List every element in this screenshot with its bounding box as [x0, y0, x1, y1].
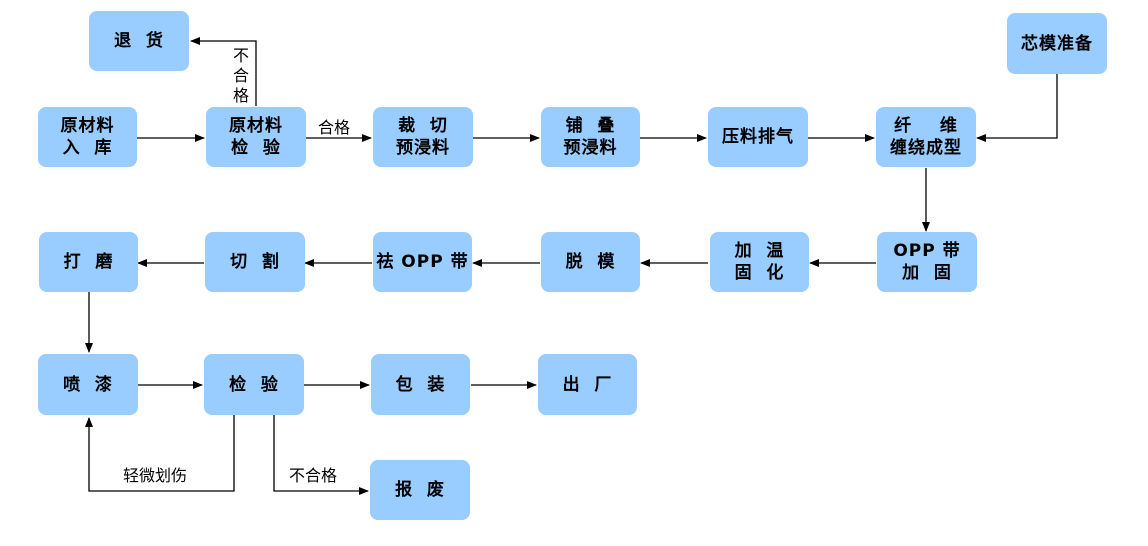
- edge-label-hege: 合格: [318, 118, 351, 137]
- node-penqi: 喷 漆: [38, 354, 138, 415]
- node-tuomo-label: 脱 模: [565, 252, 616, 272]
- node-oppjg: OPP 带 加 固: [877, 232, 977, 292]
- arrow-ycljy-to-tuihuo: [190, 37, 257, 106]
- arrow-xinmo-to-chanrao: [976, 74, 1058, 142]
- node-pudie-label: 铺 叠 预浸料: [563, 116, 618, 158]
- node-chuchang-label: 出 厂: [562, 374, 613, 395]
- edge-label-buhege-bottom: 不合格: [289, 466, 338, 485]
- node-jianyan: 检 验: [204, 354, 304, 415]
- node-xinmo: 芯模准备: [1007, 13, 1107, 74]
- node-baozhuang-label: 包 装: [395, 374, 446, 395]
- arrow-jianyan-to-baofei: [273, 415, 369, 495]
- node-baozhuang: 包 装: [371, 354, 470, 415]
- node-qiege: 切 割: [205, 232, 305, 292]
- node-yaliao: 压料排气: [708, 107, 808, 167]
- edge-label-qingwei: 轻微划伤: [123, 466, 188, 485]
- node-ycljy: 原材料 检 验: [206, 107, 306, 167]
- node-tuihuo-label: 退 货: [114, 31, 164, 51]
- node-jwgh-label: 加 温 固 化: [734, 241, 785, 283]
- node-penqi-label: 喷 漆: [63, 374, 113, 395]
- node-jianyan-label: 检 验: [229, 374, 279, 395]
- node-baofei-label: 报 废: [395, 480, 445, 500]
- node-tuihuo: 退 货: [89, 11, 189, 71]
- node-chanrao-label: 纤 维 缠绕成型: [890, 116, 962, 158]
- node-tuomo: 脱 模: [541, 232, 640, 292]
- node-quopp-label: 祛 OPP 带: [376, 252, 469, 272]
- edge-label-buhege-top: 不合格: [232, 46, 249, 105]
- node-ycljy-label: 原材料 检 验: [229, 116, 283, 158]
- node-oppjg-label: OPP 带 加 固: [893, 241, 961, 283]
- node-damo-label: 打 磨: [63, 252, 114, 272]
- node-baofei: 报 废: [370, 460, 470, 520]
- node-pudie: 铺 叠 预浸料: [541, 107, 640, 167]
- node-qiege-label: 切 割: [230, 252, 280, 272]
- node-damo: 打 磨: [39, 232, 138, 292]
- node-chanrao: 纤 维 缠绕成型: [876, 107, 976, 167]
- node-chuchang: 出 厂: [538, 354, 637, 415]
- arrow-jianyan-to-penqi: [85, 415, 235, 492]
- node-jwgh: 加 温 固 化: [710, 232, 809, 292]
- node-yclrk-label: 原材料 入 库: [60, 116, 115, 158]
- node-xinmo-label: 芯模准备: [1021, 33, 1093, 54]
- node-caiqie-label: 裁 切 预浸料: [396, 116, 450, 158]
- node-yaliao-label: 压料排气: [722, 127, 794, 147]
- node-caiqie: 裁 切 预浸料: [373, 107, 473, 167]
- node-yclrk: 原材料 入 库: [38, 107, 137, 167]
- node-quopp: 祛 OPP 带: [373, 232, 472, 292]
